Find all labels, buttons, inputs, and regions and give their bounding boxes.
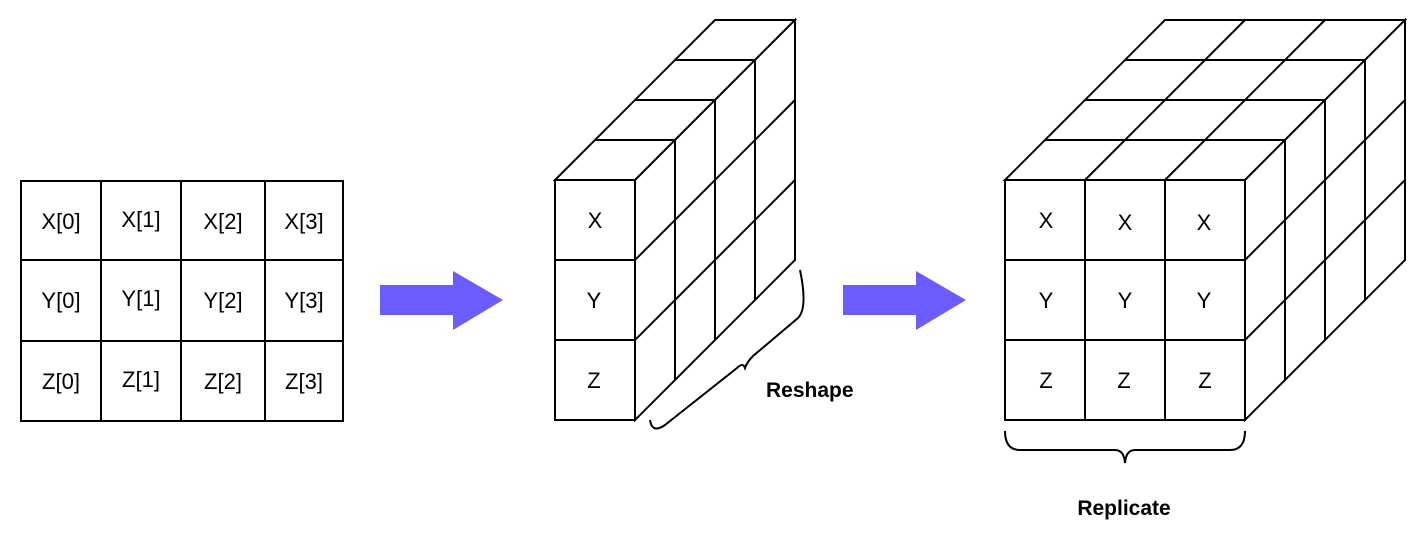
right-arrow-icon bbox=[380, 271, 503, 330]
grid-cell: Y[3] bbox=[284, 288, 323, 313]
replicate-row-diagonal bbox=[1244, 179, 1406, 341]
replicate-cell: X bbox=[1118, 210, 1133, 235]
grid-cell: Y[1] bbox=[121, 286, 160, 311]
grid-cell: Z[3] bbox=[285, 369, 323, 394]
reshape-front-face bbox=[554, 179, 636, 421]
grid-cell: Z[0] bbox=[42, 369, 80, 394]
reshape-cell: Y bbox=[587, 288, 602, 313]
grid-cell: X[1] bbox=[121, 207, 160, 232]
replicate-brace bbox=[1004, 430, 1246, 464]
reshape-brace bbox=[649, 269, 805, 430]
replicate-row-diagonal bbox=[1244, 99, 1406, 261]
grid-cell: X[0] bbox=[41, 209, 80, 234]
reshape-row-diagonal bbox=[634, 179, 796, 341]
replicate-cell: Z bbox=[1039, 368, 1052, 393]
source-grid: X[0] X[1] X[2] X[3] Y[0] Y[1] Y[2] Y[3] … bbox=[20, 180, 344, 422]
replicate-cell: X bbox=[1039, 208, 1054, 233]
replicate-col-diagonal bbox=[1084, 19, 1246, 181]
reshape-cell: Z bbox=[587, 368, 600, 393]
reshape-row-diagonal bbox=[634, 99, 796, 261]
replicate-front-face bbox=[1004, 179, 1246, 421]
replicate-cell: Y bbox=[1118, 288, 1133, 313]
grid-cell: X[3] bbox=[284, 209, 323, 234]
grid-cell: Y[0] bbox=[41, 288, 80, 313]
grid-cell: Z[2] bbox=[204, 369, 242, 394]
replicate-cell: X bbox=[1197, 210, 1212, 235]
grid-cell: Z[1] bbox=[122, 367, 160, 392]
right-arrow-icon bbox=[843, 271, 966, 330]
grid-cell: X[2] bbox=[203, 209, 242, 234]
reshape-cell: X bbox=[588, 208, 603, 233]
grid-cell: Y[2] bbox=[203, 288, 242, 313]
replicate-col-diagonal bbox=[1164, 19, 1326, 181]
replicate-block: X X X Y Y Y Z Z Z bbox=[1002, 17, 1408, 464]
replicate-label: Replicate bbox=[1077, 497, 1170, 520]
reshape-label: Reshape bbox=[766, 379, 854, 402]
replicate-cell: Z bbox=[1198, 368, 1211, 393]
reshape-block: X Y Z bbox=[552, 17, 805, 430]
replicate-cell: Y bbox=[1039, 288, 1054, 313]
replicate-cell: Y bbox=[1197, 288, 1212, 313]
replicate-cell: Z bbox=[1117, 368, 1130, 393]
